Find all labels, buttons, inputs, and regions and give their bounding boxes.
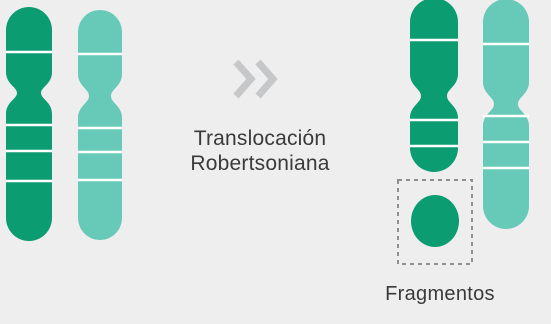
double-chevron-right-icon bbox=[233, 59, 278, 99]
fragments-label: Fragmentos bbox=[385, 283, 495, 305]
translocation-label: Translocación Robertsoniana bbox=[150, 126, 370, 176]
fragment-chromosome bbox=[411, 195, 459, 247]
translocation-label-line1: Translocación bbox=[193, 127, 327, 150]
fused-chromosome-dark bbox=[410, 0, 458, 172]
translocation-label-line2: Robertsoniana bbox=[190, 152, 330, 175]
fused-chromosome-light bbox=[483, 0, 529, 229]
fragment-dashed-box bbox=[397, 179, 473, 265]
chromosome-left-light bbox=[78, 10, 122, 240]
chromosome-left-dark bbox=[6, 7, 52, 241]
